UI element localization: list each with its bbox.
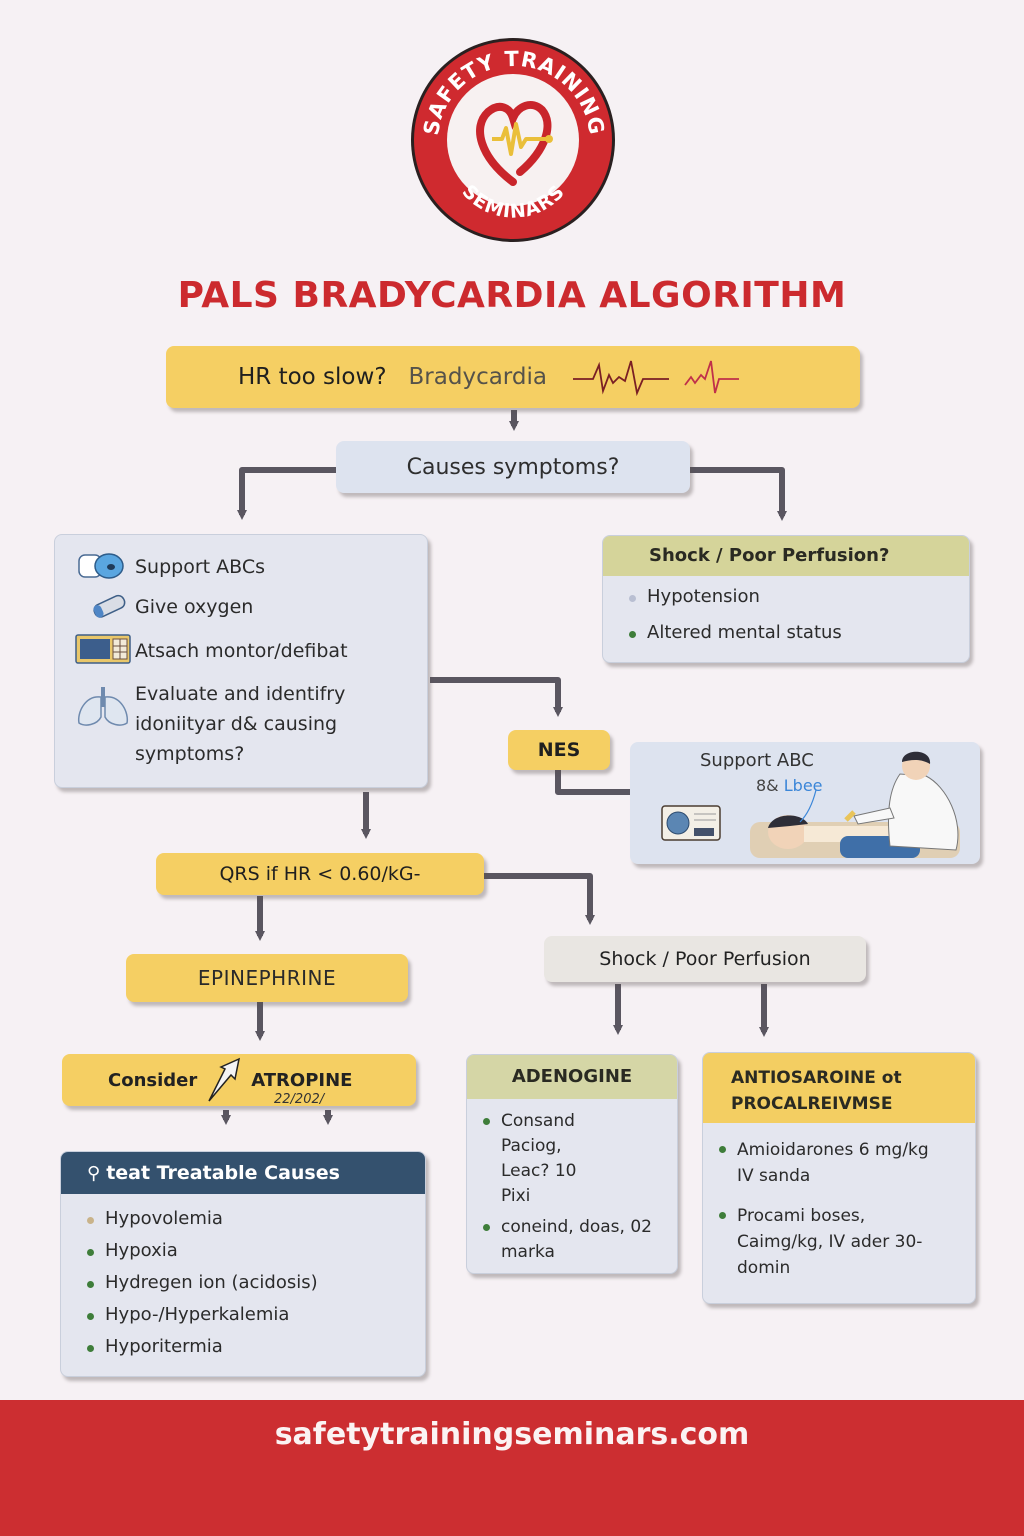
caregiver-illustration bbox=[750, 751, 960, 858]
bag-valve-mask-icon bbox=[75, 547, 135, 587]
list-item: coneind, doas, 02 marka bbox=[479, 1215, 669, 1265]
list-item: Hypo-/Hyperkalemia bbox=[83, 1304, 425, 1336]
footer-band: safetytrainingseminars.com bbox=[0, 1400, 1024, 1536]
support-panel: Support ABCs Give oxygen Atsach montor/d… bbox=[54, 534, 428, 788]
qrs-node[interactable]: QRS if HR < 0.60/kG- bbox=[156, 853, 484, 895]
shock-perfusion-label: Shock / Poor Perfusion bbox=[599, 948, 811, 970]
list-item: Amioidarones 6 mg/kg IV sanda bbox=[715, 1137, 937, 1189]
support-item: Atsach montor/defibat bbox=[75, 627, 417, 675]
list-item: Hypotension bbox=[625, 586, 969, 622]
atropine-prefix: Consider bbox=[108, 1069, 198, 1091]
treatable-causes-panel: ⚲ teat Treatable Causes Hypovolemia Hypo… bbox=[60, 1151, 426, 1377]
arrow-support-to-nes bbox=[430, 677, 563, 717]
support-abc-panel: Support ABC 8& Lbee bbox=[630, 742, 980, 864]
support-abc-line1: Support ABC bbox=[700, 750, 814, 771]
monitor-defibrillator-icon bbox=[75, 633, 135, 669]
page-title: PALS BRADYCARDIA ALGORITHM bbox=[177, 274, 847, 316]
atropine-label: ATROPINE bbox=[251, 1069, 353, 1091]
defibrillator-icon bbox=[661, 805, 721, 841]
arrow-causes-to-shock bbox=[690, 467, 787, 521]
support-item: Evaluate and identifry idoniityar d& cau… bbox=[75, 679, 417, 769]
nes-label: NES bbox=[537, 739, 581, 761]
heart-icon bbox=[476, 100, 552, 186]
support-item-text: Atsach montor/defibat bbox=[135, 640, 348, 662]
footer-url[interactable]: safetytrainingseminars.com bbox=[274, 1416, 750, 1452]
amiodarone-panel: ANTIOSAROINE ot PROCALREIVMSE Amioidaron… bbox=[702, 1052, 976, 1304]
list-item: Hypovolemia bbox=[83, 1208, 425, 1240]
shock-question-panel: Shock / Poor Perfusion? Hypotension Alte… bbox=[602, 535, 970, 663]
lightbulb-icon: ⚲ bbox=[87, 1162, 101, 1184]
support-item: Support ABCs bbox=[75, 547, 417, 587]
atropine-node[interactable]: Consider ATROPINE 22/202/ bbox=[62, 1054, 416, 1107]
shock-perfusion-node[interactable]: Shock / Poor Perfusion bbox=[544, 936, 866, 982]
support-item-text: Support ABCs bbox=[135, 556, 266, 578]
adenosine-list: Consand Paciog, Leac? 10 Pixi coneind, d… bbox=[467, 1099, 677, 1265]
adenosine-header: ADENOGINE bbox=[467, 1055, 677, 1099]
qrs-label: QRS if HR < 0.60/kG- bbox=[219, 863, 421, 885]
arrow-causes-to-support bbox=[237, 467, 336, 520]
logo-badge: SAFETY TRAINING SEMINARS bbox=[411, 38, 615, 242]
support-item-text: Evaluate and identifry idoniityar d& cau… bbox=[135, 683, 346, 765]
support-item: Give oxygen bbox=[75, 587, 417, 627]
adenosine-panel: ADENOGINE Consand Paciog, Leac? 10 Pixi … bbox=[466, 1054, 678, 1274]
lungs-icon bbox=[75, 679, 135, 733]
atropine-scribble: 22/202/ bbox=[274, 1092, 325, 1107]
list-item: Hydregen ion (acidosis) bbox=[83, 1272, 425, 1304]
support-item-text: Give oxygen bbox=[135, 596, 254, 618]
list-item: Hypoxia bbox=[83, 1240, 425, 1272]
epinephrine-label: EPINEPHRINE bbox=[197, 966, 337, 990]
amiodarone-header: ANTIOSAROINE ot PROCALREIVMSE bbox=[703, 1053, 975, 1123]
cursor-arrow-icon bbox=[208, 1057, 241, 1102]
list-item: Hyporitermia bbox=[83, 1336, 425, 1359]
causes-symptoms-node[interactable]: Causes symptoms? bbox=[336, 441, 690, 493]
list-item: Procami boses, Caimg/kg, IV ader 30-domi… bbox=[715, 1203, 947, 1281]
list-item: Consand Paciog, Leac? 10 Pixi bbox=[479, 1109, 611, 1209]
ecg-icon bbox=[572, 360, 739, 397]
oxygen-tank-icon bbox=[75, 590, 135, 624]
start-question: HR too slow? bbox=[238, 364, 387, 390]
start-node[interactable]: HR too slow? Bradycardia bbox=[166, 346, 860, 408]
logo: SAFETY TRAINING SEMINARS bbox=[400, 32, 626, 242]
amiodarone-list: Amioidarones 6 mg/kg IV sanda Procami bo… bbox=[703, 1123, 975, 1281]
epinephrine-node[interactable]: EPINEPHRINE bbox=[126, 954, 408, 1002]
list-item: Altered mental status bbox=[625, 622, 969, 645]
arrow-qrs-to-shock bbox=[484, 873, 595, 925]
pulse-icon bbox=[492, 122, 553, 156]
support-abc-line2: 8& Lbee bbox=[756, 776, 823, 795]
shock-question-list: Hypotension Altered mental status bbox=[603, 576, 969, 645]
treatable-causes-header: ⚲ teat Treatable Causes bbox=[61, 1152, 425, 1194]
start-label: Bradycardia bbox=[408, 364, 547, 390]
causes-symptoms-label: Causes symptoms? bbox=[406, 454, 620, 480]
nes-node[interactable]: NES bbox=[508, 730, 610, 770]
treatable-causes-list: Hypovolemia Hypoxia Hydregen ion (acidos… bbox=[61, 1194, 425, 1359]
shock-question-header: Shock / Poor Perfusion? bbox=[603, 536, 969, 576]
arrow-nes-to-support-abc bbox=[555, 770, 645, 797]
